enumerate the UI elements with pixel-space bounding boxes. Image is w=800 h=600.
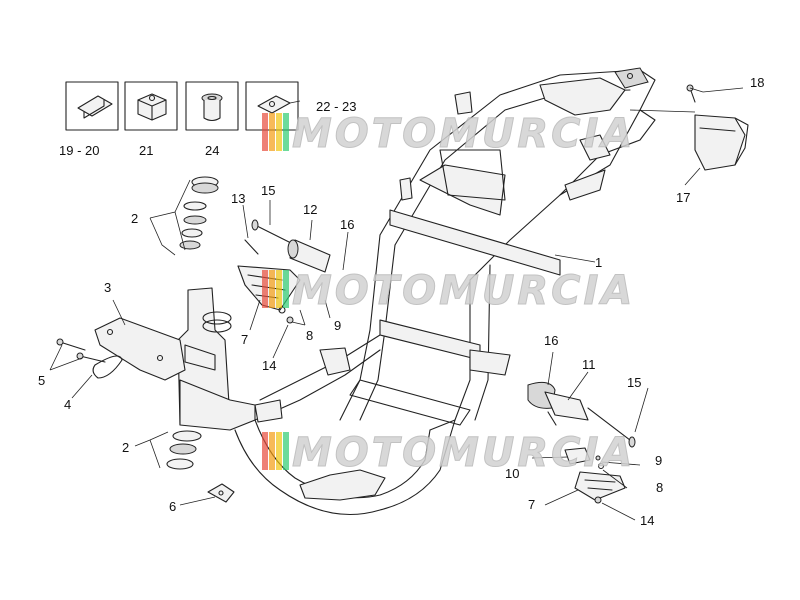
- part-label-14-right: 14: [640, 513, 654, 528]
- part-label-4: 4: [64, 397, 71, 412]
- part-box-24: [185, 81, 239, 131]
- part-labels: 1 2 2 3 4 5 6 7 7 8 8 9 9 10 11 12 13 14…: [38, 75, 764, 528]
- footrest-right: [527, 381, 636, 504]
- part-label-15-left: 15: [261, 183, 275, 198]
- part-label-7-right: 7: [528, 497, 535, 512]
- part-label-16-right: 16: [544, 333, 558, 348]
- part-box-21: [124, 81, 178, 131]
- part-label-1: 1: [595, 255, 602, 270]
- part-label-18: 18: [750, 75, 764, 90]
- clamp-6: [207, 483, 235, 503]
- part-label-3: 3: [104, 280, 111, 295]
- part-label-21: 21: [139, 143, 153, 158]
- part-label-11: 11: [582, 357, 596, 372]
- part-label-24: 24: [205, 143, 219, 158]
- part-label-14-left: 14: [262, 358, 276, 373]
- part-label-2-bottom: 2: [122, 440, 129, 455]
- watermark-bottom: MOTOMURCIA: [262, 430, 635, 477]
- part-label-8-left: 8: [306, 328, 313, 343]
- part-box-19-20: [65, 81, 119, 131]
- part-label-8-right: 8: [656, 480, 663, 495]
- gasket-4: [92, 355, 123, 379]
- part-label-9-left: 9: [334, 318, 341, 333]
- part-label-7-left: 7: [241, 332, 248, 347]
- part-label-9-right: 9: [655, 453, 662, 468]
- part-label-13: 13: [231, 191, 245, 206]
- main-frame: [234, 67, 656, 516]
- part-label-6: 6: [169, 499, 176, 514]
- part-label-22-23: 22 - 23: [316, 99, 356, 114]
- watermark-text: MOTOMURCIA: [292, 430, 635, 476]
- watermark-middle: MOTOMURCIA: [262, 268, 635, 315]
- leader-lines: [49, 87, 744, 521]
- steering-head: [177, 287, 256, 431]
- part-label-12: 12: [303, 202, 317, 217]
- part-label-2-top: 2: [131, 211, 138, 226]
- watermark-text: MOTOMURCIA: [292, 268, 635, 314]
- watermark-text: MOTOMURCIA: [292, 111, 635, 157]
- watermark-top: MOTOMURCIA: [262, 111, 635, 158]
- bracket-3: [94, 317, 186, 381]
- part-label-16-left: 16: [340, 217, 354, 232]
- part-label-5: 5: [38, 373, 45, 388]
- part-label-15-right: 15: [627, 375, 641, 390]
- rear-fender-17: [694, 114, 749, 171]
- bolts-5: [56, 338, 106, 363]
- bearing-stack-top: [179, 176, 219, 250]
- part-label-17: 17: [676, 190, 690, 205]
- part-box-22-23: [245, 81, 301, 131]
- screw-18: [686, 84, 696, 103]
- part-label-10: 10: [505, 466, 519, 481]
- bearing-stack-bottom: [166, 430, 202, 470]
- part-label-19-20: 19 - 20: [59, 143, 99, 158]
